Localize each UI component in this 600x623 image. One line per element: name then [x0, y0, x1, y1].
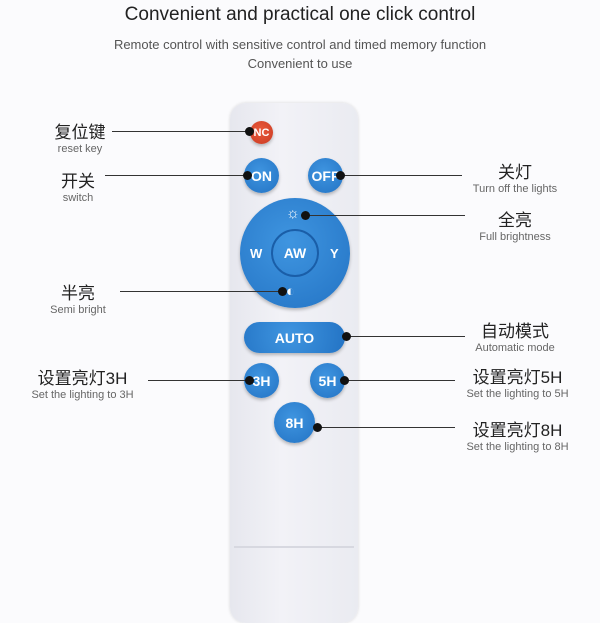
label-en: Full brightness	[479, 231, 551, 243]
label-reset: 复位键 reset key	[30, 118, 130, 155]
reset-button[interactable]: NC	[250, 121, 273, 144]
label-en: Automatic mode	[475, 342, 555, 354]
page-title: Convenient and practical one click contr…	[124, 4, 476, 25]
leader-dot	[245, 376, 254, 385]
label-cn: 半亮	[61, 284, 95, 303]
label-cn: 设置亮灯3H	[37, 369, 128, 388]
label-cn: 复位键	[54, 123, 106, 142]
label-cn: 关灯	[498, 163, 532, 182]
leader-line-5h	[345, 380, 455, 381]
leader-line-full	[305, 215, 465, 216]
label-set8: 设置亮灯8H Set the lighting to 8H	[450, 416, 585, 453]
label-en: Set the lighting to 3H	[31, 389, 134, 401]
label-off: 关灯 Turn off the lights	[455, 158, 575, 195]
label-cn: 设置亮灯8H	[472, 421, 563, 440]
auto-button[interactable]: AUTO	[244, 322, 345, 353]
label-set5: 设置亮灯5H Set the lighting to 5H	[450, 363, 585, 400]
label-semi: 半亮 Semi bright	[28, 279, 128, 316]
leader-dot	[342, 332, 351, 341]
y-button[interactable]: Y	[330, 246, 339, 261]
label-en: switch	[62, 192, 94, 204]
subtitle-line-2: Convenient to use	[247, 56, 353, 71]
label-cn: 全亮	[498, 211, 532, 230]
leader-line-auto	[350, 336, 465, 337]
3h-button[interactable]: 3H	[244, 363, 279, 398]
remote-divider	[234, 546, 354, 548]
label-cn: 设置亮灯5H	[472, 368, 563, 387]
label-en: Turn off the lights	[472, 183, 558, 195]
leader-dot	[278, 287, 287, 296]
leader-dot	[301, 211, 310, 220]
label-en: reset key	[57, 143, 103, 155]
leader-line-8h	[320, 427, 455, 428]
subtitle-line-1: Remote control with sensitive control an…	[113, 37, 487, 52]
label-cn: 开关	[61, 172, 95, 191]
label-en: Set the lighting to 5H	[466, 388, 569, 400]
5h-button[interactable]: 5H	[310, 363, 345, 398]
leader-dot	[313, 423, 322, 432]
label-en: Semi bright	[50, 304, 106, 316]
leader-line-reset	[112, 131, 250, 132]
aw-button[interactable]: AW	[271, 229, 319, 277]
semi-brightness-icon[interactable]: ◐	[286, 283, 296, 300]
label-auto: 自动模式 Automatic mode	[455, 317, 575, 354]
leader-line-off	[340, 175, 462, 176]
leader-line-3h	[148, 380, 250, 381]
leader-dot	[336, 171, 345, 180]
label-set3: 设置亮灯3H Set the lighting to 3H	[15, 364, 150, 401]
label-full: 全亮 Full brightness	[455, 206, 575, 243]
w-button[interactable]: W	[250, 246, 263, 261]
label-switch: 开关 switch	[28, 167, 128, 204]
leader-dot	[245, 127, 254, 136]
8h-button[interactable]: 8H	[274, 402, 315, 443]
label-cn: 自动模式	[481, 322, 549, 341]
leader-dot	[243, 171, 252, 180]
leader-line-switch	[105, 175, 248, 176]
leader-line-semi	[120, 291, 283, 292]
leader-dot	[340, 376, 349, 385]
label-en: Set the lighting to 8H	[466, 441, 569, 453]
full-brightness-icon[interactable]: ☼	[286, 205, 300, 222]
